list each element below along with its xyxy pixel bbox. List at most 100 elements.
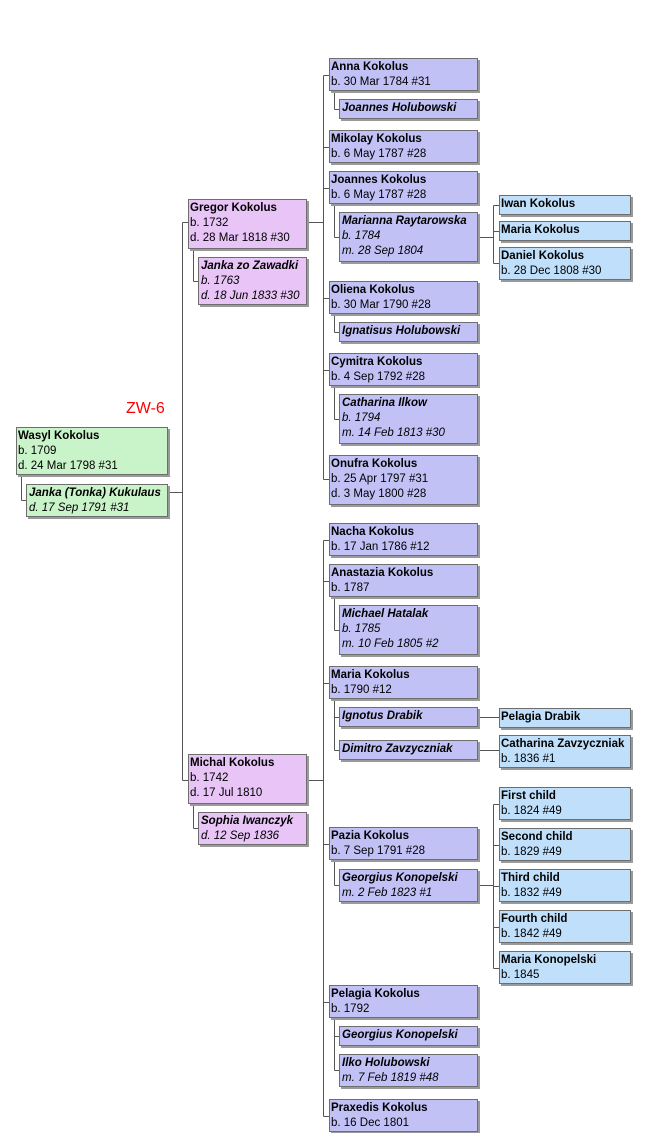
person-name: Joannes Kokolus (331, 174, 427, 186)
person-detail-line: d. 3 May 1800 #28 (331, 488, 427, 500)
person-detail-line: d. 18 Jun 1833 #30 (201, 290, 300, 302)
person-name: First child (501, 790, 556, 802)
person-detail-line: b. 4 Sep 1792 #28 (331, 371, 425, 383)
person-detail-line: m. 2 Feb 1823 #1 (342, 887, 433, 899)
person-detail-line: b. 17 Jan 1786 #12 (331, 541, 430, 553)
person-name: Oliena Kokolus (331, 284, 415, 296)
person-box-second-child[interactable]: Second child b. 1829 #49 (499, 828, 631, 861)
person-name: Onufra Kokolus (331, 458, 418, 470)
person-name: Gregor Kokolus (190, 202, 277, 214)
person-name: Maria Kokolus (501, 224, 580, 236)
person-detail-line: b. 1845 (501, 969, 540, 981)
person-detail-line: b. 1732 (190, 217, 229, 229)
person-name: Pelagia Drabik (501, 711, 581, 723)
person-detail-line: d. 28 Mar 1818 #30 (190, 232, 290, 244)
person-detail-line: d. 24 Mar 1798 #31 (18, 460, 118, 472)
person-name: Georgius Konopelski (342, 1029, 458, 1041)
person-detail-line: b. 1794 (342, 412, 381, 424)
person-box-daniel-kokolus[interactable]: Daniel Kokolus b. 28 Dec 1808 #30 (499, 247, 631, 280)
person-detail-line: b. 1709 (18, 445, 57, 457)
person-detail-line: b. 7 Sep 1791 #28 (331, 845, 425, 857)
person-box-onufra-kokolus[interactable]: Onufra Kokolus b. 25 Apr 1797 #31 d. 3 May… (329, 455, 478, 505)
person-name: Ignatisus Holubowski (342, 325, 461, 337)
person-box-oliena-kokolus[interactable]: Oliena Kokolus b. 30 Mar 1790 #28 (329, 281, 478, 314)
person-detail-line: b. 1763 (201, 275, 240, 287)
person-name: Fourth child (501, 913, 568, 925)
person-detail-line: b. 25 Apr 1797 #31 (331, 473, 429, 485)
spouse-box-ignotus-drabik[interactable]: Ignotus Drabik (339, 707, 478, 727)
spouse-box-catharina-ilkow[interactable]: Catharina Ilkow b. 1794 m. 14 Feb 1813 #30 (339, 394, 478, 444)
person-name: Cymitra Kokolus (331, 356, 423, 368)
person-box-first-child[interactable]: First child b. 1824 #49 (499, 787, 631, 820)
person-detail-line: b. 1784 (342, 230, 381, 242)
person-detail-line: b. 1829 #49 (501, 846, 562, 858)
person-box-pelagia-drabik[interactable]: Pelagia Drabik (499, 708, 631, 728)
person-detail-line: m. 28 Sep 1804 (342, 245, 424, 257)
person-box-wasyl-kokolus[interactable]: Wasyl Kokolus b. 1709 d. 24 Mar 1798 #31 (16, 427, 168, 475)
person-name: Anna Kokolus (331, 61, 409, 73)
spouse-box-janka-zo-zawadki[interactable]: Janka zo Zawadki b. 1763 d. 18 Jun 1833 #3… (198, 257, 307, 305)
person-detail-line: b. 1824 #49 (501, 805, 562, 817)
spouse-box-dimitro-zavzyczniak[interactable]: Dimitro Zavzyczniak (339, 740, 478, 760)
person-name: Pelagia Kokolus (331, 988, 420, 1000)
spouse-box-ignatisus-holubowski[interactable]: Ignatisus Holubowski (339, 322, 478, 342)
person-detail-line: b. 1785 (342, 623, 381, 635)
person-box-nacha-kokolus[interactable]: Nacha Kokolus b. 17 Jan 1786 #12 (329, 523, 478, 556)
person-box-gregor-kokolus[interactable]: Gregor Kokolus b. 1732 d. 28 Mar 1818 #30 (188, 199, 307, 249)
person-name: Janka zo Zawadki (201, 260, 299, 272)
person-name: Wasyl Kokolus (18, 430, 100, 442)
person-detail-line: b. 6 May 1787 #28 (331, 189, 427, 201)
person-detail-line: b. 30 Mar 1790 #28 (331, 299, 431, 311)
person-box-pazia-kokolus[interactable]: Pazia Kokolus b. 7 Sep 1791 #28 (329, 827, 478, 860)
person-box-maria-kokolus[interactable]: Maria Kokolus b. 1790 #12 (329, 666, 478, 699)
person-name: Iwan Kokolus (501, 198, 576, 210)
person-name: Ignotus Drabik (342, 710, 423, 722)
person-detail-line: b. 30 Mar 1784 #31 (331, 76, 431, 88)
spouse-box-georgius-konopelski[interactable]: Georgius Konopelski (339, 1026, 478, 1046)
person-box-joannes-kokolus[interactable]: Joannes Kokolus b. 6 May 1787 #28 (329, 171, 478, 204)
person-detail-line: b. 1832 #49 (501, 887, 562, 899)
person-box-maria-kokolus[interactable]: Maria Kokolus (499, 221, 631, 241)
person-box-cymitra-kokolus[interactable]: Cymitra Kokolus b. 4 Sep 1792 #28 (329, 353, 478, 386)
person-box-fourth-child[interactable]: Fourth child b. 1842 #49 (499, 910, 631, 943)
person-box-anna-kokolus[interactable]: Anna Kokolus b. 30 Mar 1784 #31 (329, 58, 478, 91)
person-detail-line: b. 28 Dec 1808 #30 (501, 265, 602, 277)
person-name: Daniel Kokolus (501, 250, 585, 262)
person-name: Anastazia Kokolus (331, 567, 434, 579)
person-name: Pazia Kokolus (331, 830, 409, 842)
person-name: Maria Konopelski (501, 954, 597, 966)
person-name: Praxedis Kokolus (331, 1102, 428, 1114)
person-box-iwan-kokolus[interactable]: Iwan Kokolus (499, 195, 631, 215)
person-detail-line: m. 14 Feb 1813 #30 (342, 427, 445, 439)
person-detail-line: d. 17 Jul 1810 (190, 787, 263, 799)
person-name: Catharina Ilkow (342, 397, 427, 409)
person-detail-line: d. 12 Sep 1836 (201, 830, 280, 842)
person-name: Catharina Zavzyczniak (501, 738, 625, 750)
person-name: Nacha Kokolus (331, 526, 415, 538)
person-box-maria-konopelski[interactable]: Maria Konopelski b. 1845 (499, 951, 631, 984)
person-detail-line: b. 1790 #12 (331, 684, 392, 696)
person-name: Second child (501, 831, 573, 843)
spouse-box-joannes-holubowski[interactable]: Joannes Holubowski (339, 99, 478, 119)
person-detail-line: m. 7 Feb 1819 #48 (342, 1072, 439, 1084)
person-detail-line: d. 17 Sep 1791 #31 (29, 502, 130, 514)
person-detail-line: b. 1842 #49 (501, 928, 562, 940)
person-detail-line: m. 10 Feb 1805 #2 (342, 638, 439, 650)
person-name: Maria Kokolus (331, 669, 410, 681)
person-name: Joannes Holubowski (342, 102, 457, 114)
